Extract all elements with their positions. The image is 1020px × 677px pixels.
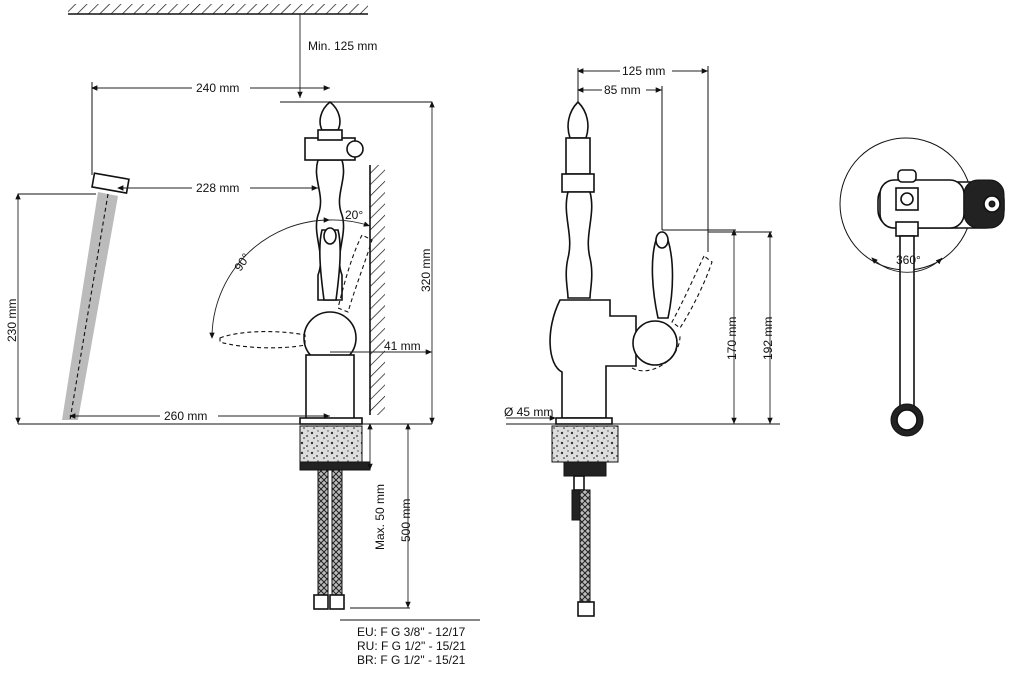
rotation-arc <box>871 257 943 273</box>
side-knob <box>346 140 364 158</box>
lever-position-20 <box>337 234 373 313</box>
hose-stub-front <box>571 489 581 521</box>
dim-41-label: 41 mm <box>384 339 421 353</box>
lever-front-alt <box>671 255 713 329</box>
finial-top-circle <box>900 192 914 206</box>
hose-nut-2 <box>329 594 345 610</box>
stream-axis <box>69 193 109 421</box>
connection-br: BR: F G 1/2" - 15/21 <box>357 653 466 667</box>
supply-hose-2 <box>331 469 343 596</box>
dim-240-bg <box>192 80 250 94</box>
front-view-middle: 125 mm 85 mm Ø 45 mm 170 mm <box>504 63 780 617</box>
angle-90-label: 90° <box>231 251 253 274</box>
dim-85-bg <box>602 82 646 96</box>
hose-nut-1 <box>313 594 329 610</box>
dim-170-label: 170 mm <box>725 317 739 360</box>
connection-eu: EU: F G 3/8" - 12/17 <box>357 625 466 639</box>
angle-90-arc <box>209 217 331 339</box>
spout-aerator <box>91 172 130 194</box>
mounting-plate <box>299 461 371 471</box>
mount-front <box>563 461 607 477</box>
base-ring-front <box>555 417 613 425</box>
angle-20-label: 20° <box>345 208 363 222</box>
finial-base <box>317 129 343 141</box>
faucet-base <box>305 354 355 420</box>
mixer-body-front <box>549 299 637 419</box>
hose-nut-front <box>577 601 595 617</box>
dim-260-label: 260 mm <box>164 409 207 423</box>
min-clearance-label: Min. 125 mm <box>308 39 377 53</box>
dim-125-label: 125 mm <box>622 64 665 78</box>
water-stream <box>62 192 118 420</box>
dim-85-label: 85 mm <box>604 83 641 97</box>
finial-front <box>567 100 589 139</box>
base-ring <box>299 417 363 425</box>
top-view-right: 360° <box>839 137 1005 437</box>
dim-260-bg <box>160 408 218 422</box>
dim-230-label: 230 mm <box>5 299 19 342</box>
dim-320-label: 320 mm <box>419 249 433 292</box>
lever-tip <box>323 227 337 245</box>
dim-125-bg <box>620 63 672 77</box>
body-front <box>565 191 593 299</box>
lever-front <box>651 239 674 319</box>
collar-front <box>561 173 595 193</box>
dim-max50-label: Max. 50 mm <box>373 484 387 550</box>
lever-hub-front <box>632 320 678 366</box>
finial <box>319 100 341 131</box>
spout-fill <box>94 124 306 179</box>
ceiling-hatch <box>68 4 368 14</box>
aerator-top-inner <box>896 409 918 431</box>
neck-top <box>895 221 919 237</box>
head-front <box>565 137 591 175</box>
rotation-label: 360° <box>896 253 921 267</box>
dim-228-bg <box>192 180 250 194</box>
connection-ru: RU: F G 1/2" - 15/21 <box>357 639 466 653</box>
side-view-left: Min. 125 mm 90° 20° <box>5 4 480 667</box>
supply-hose-1 <box>317 469 329 596</box>
wall-hatch <box>370 165 385 415</box>
nut-front <box>573 475 585 491</box>
dim-228-label: 228 mm <box>196 181 239 195</box>
handle-pin-top <box>988 200 996 208</box>
supply-hose-front <box>579 489 591 603</box>
countertop-section <box>299 425 363 463</box>
lever-position-90 <box>219 331 306 349</box>
angle-20-arc <box>329 219 371 227</box>
knob-top <box>897 169 917 183</box>
dim-500-label: 500 mm <box>399 499 413 542</box>
lever-tip-front <box>655 231 669 249</box>
dim-dia45-label: Ø 45 mm <box>504 405 553 419</box>
head-top <box>879 179 965 229</box>
dim-240-label: 240 mm <box>196 81 239 95</box>
countertop-section-front <box>551 425 619 463</box>
dim-192-label: 192 mm <box>761 317 775 360</box>
